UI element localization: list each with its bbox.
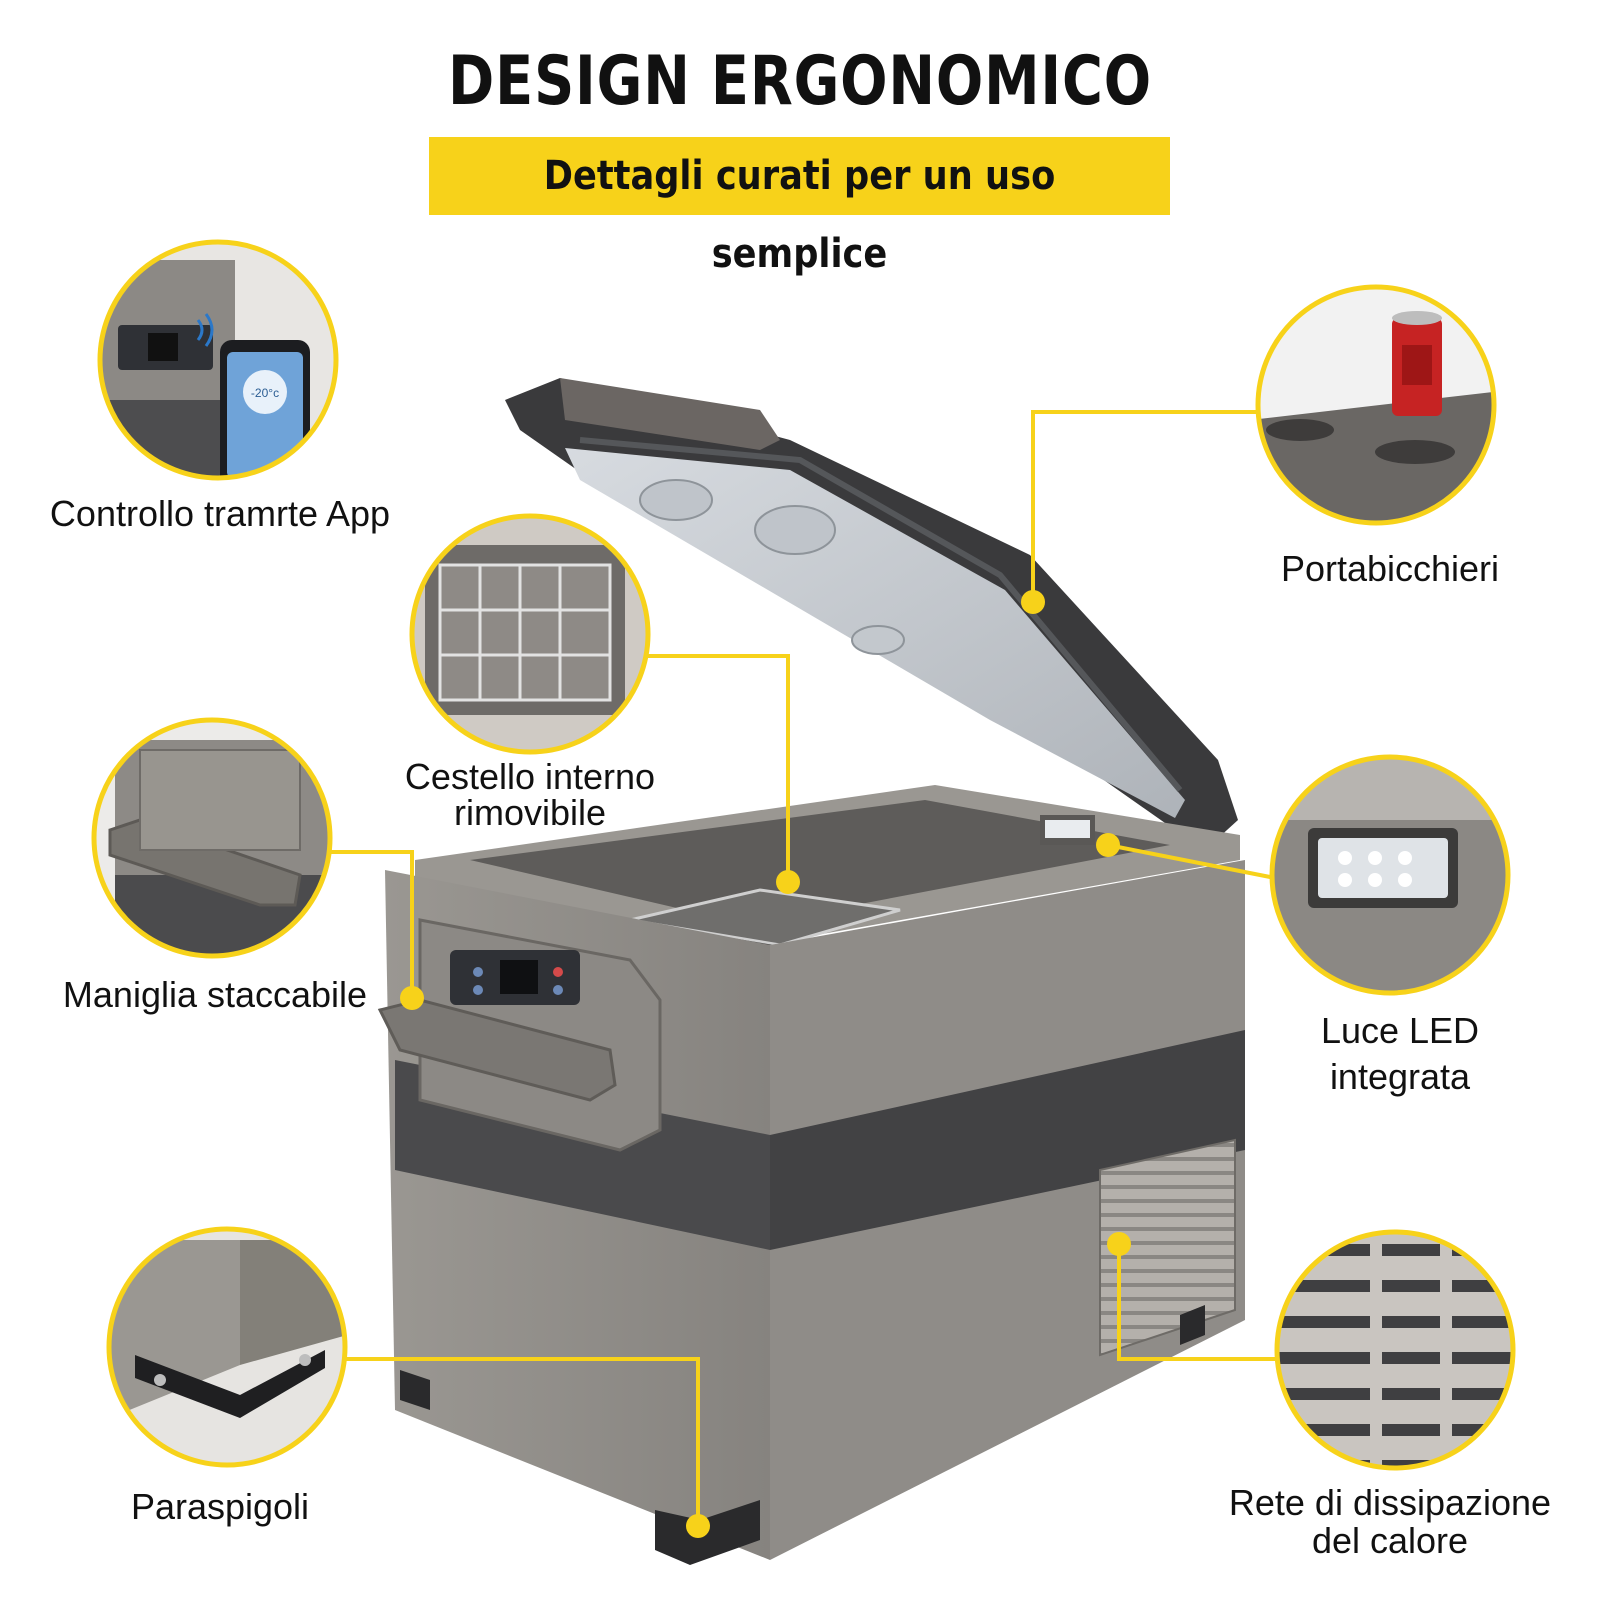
led-detail [1269, 754, 1511, 996]
label-basket-line2: rimovibile [453, 792, 607, 833]
vent-detail [1274, 1229, 1516, 1471]
label-led-line1: Luce LED [1320, 1010, 1480, 1051]
led-line [1107, 843, 1276, 880]
subtitle-highlight [429, 137, 1170, 215]
fridge-illustration [377, 378, 1245, 1565]
corner-line [345, 1357, 700, 1526]
label-handle: Maniglia staccabile [62, 974, 368, 1015]
callout-lines [330, 410, 1277, 1526]
vent-line [1117, 1244, 1277, 1361]
label-cup-holder: Portabicchieri [1280, 548, 1500, 589]
label-vent-line1: Rete di dissipazione [1228, 1482, 1552, 1523]
label-corners: Paraspigoli [130, 1486, 310, 1527]
cup-holder-line [1031, 410, 1265, 600]
handle-dot [400, 986, 424, 1010]
label-app-control: Controllo tramrte App [49, 493, 391, 534]
cup-holder-dot [1021, 590, 1045, 614]
callout-dots [400, 590, 1131, 1538]
page-title: DESIGN ERGONOMICO [448, 42, 1152, 121]
label-led-line2: integrata [1329, 1056, 1471, 1097]
handle-detail [91, 717, 333, 959]
handle-line [330, 850, 414, 996]
led-dot [1096, 833, 1120, 857]
corner-dot [686, 1514, 710, 1538]
cup-holder-detail [1255, 284, 1497, 526]
page-subtitle: Dettagli curati per un uso semplice [543, 153, 1056, 277]
corner-guard-detail [106, 1226, 348, 1468]
basket-dot [776, 870, 800, 894]
basket-detail [409, 513, 651, 755]
label-vent-line2: del calore [1311, 1520, 1469, 1561]
label-basket-line1: Cestello interno [404, 756, 656, 797]
app-temperature: -20°c [251, 386, 279, 400]
basket-line [648, 654, 790, 880]
app-control-detail: -20°c [97, 239, 339, 481]
vent-dot [1107, 1232, 1131, 1256]
